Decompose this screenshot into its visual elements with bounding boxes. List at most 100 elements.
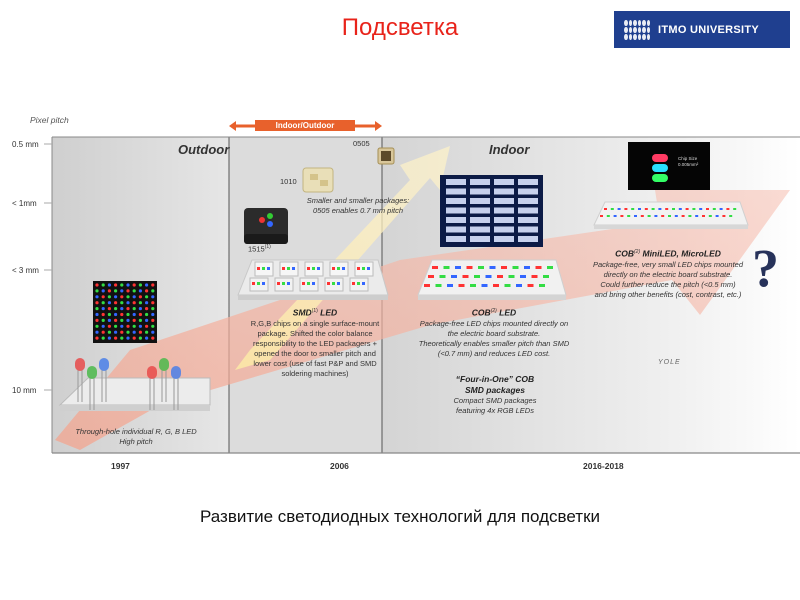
four-in-one-line: featuring 4x RGB LEDs bbox=[456, 406, 534, 415]
smd-note: SMD(1) LED R,G,B chips on a single surfa… bbox=[230, 306, 400, 379]
y-label-0: 0.5 mm bbox=[12, 140, 39, 149]
smd-chip bbox=[312, 267, 315, 270]
matrix-pixel bbox=[151, 295, 155, 299]
four-in-one-note: “Four-in-One” COB SMD packages Compact S… bbox=[420, 374, 570, 416]
miniled-chip bbox=[702, 215, 705, 217]
matrix-pixel bbox=[126, 312, 130, 317]
figure-graphics bbox=[44, 120, 800, 454]
matrix-pixel bbox=[120, 283, 124, 287]
cob-chip bbox=[481, 284, 488, 287]
led-evolution-figure: Pixel pitch 0.5 mm < 1mm < 3 mm 10 mm Ou… bbox=[0, 110, 800, 480]
matrix-pixel bbox=[132, 295, 136, 299]
cob-pixel bbox=[446, 217, 466, 223]
cob-pixel bbox=[446, 236, 466, 242]
matrix-pixel bbox=[95, 283, 99, 287]
cob-chip bbox=[455, 266, 461, 269]
matrix-pixel bbox=[101, 301, 105, 305]
cob-pixel bbox=[470, 236, 490, 242]
matrix-pixel bbox=[132, 336, 136, 340]
four-in-one-line: Compact SMD packages bbox=[453, 396, 537, 405]
cob-pixel bbox=[470, 217, 490, 223]
cob-chip bbox=[543, 275, 549, 278]
matrix-pixel bbox=[151, 289, 155, 293]
miniled-chip bbox=[719, 208, 723, 210]
matrix-pixel bbox=[101, 330, 105, 334]
matrix-pixel bbox=[95, 307, 99, 311]
label-1515: 1515(1) bbox=[248, 244, 271, 254]
cob-chip bbox=[504, 284, 511, 287]
cob-pixel bbox=[494, 207, 514, 214]
smd-line: package. Shifted the color balance bbox=[257, 328, 373, 338]
smaller-packages-note: Smaller and smaller packages: 0505 enabl… bbox=[296, 196, 420, 216]
cob-chip bbox=[539, 284, 545, 287]
matrix-pixel bbox=[126, 336, 130, 340]
miniled-chip bbox=[640, 215, 644, 217]
matrix-pixel bbox=[126, 318, 130, 322]
matrix-pixel bbox=[145, 289, 149, 293]
matrix-pixel bbox=[120, 289, 124, 293]
cob-pixel bbox=[494, 179, 514, 185]
matrix-pixel bbox=[151, 336, 155, 340]
miniled-chip bbox=[668, 215, 671, 217]
miniled-chip bbox=[708, 215, 712, 217]
matrix-pixel bbox=[107, 283, 111, 287]
cob-pixel bbox=[518, 217, 538, 223]
matrix-pixel bbox=[120, 336, 124, 340]
four-in-one-title2: SMD packages bbox=[465, 385, 525, 395]
cob-pixel bbox=[494, 236, 514, 242]
chip-size-label: Chip Size 0.005mm² bbox=[678, 156, 698, 168]
cob-chip bbox=[478, 266, 484, 269]
matrix-pixel bbox=[114, 301, 118, 305]
smd-chip bbox=[257, 267, 260, 270]
smd-chip bbox=[367, 267, 370, 270]
matrix-pixel bbox=[126, 324, 130, 328]
miniled-chip bbox=[712, 208, 716, 210]
cob-chip bbox=[524, 266, 530, 269]
smd-chip bbox=[257, 282, 260, 285]
matrix-pixel bbox=[132, 283, 136, 287]
cob-pixel bbox=[518, 226, 538, 233]
smd-chip bbox=[307, 282, 310, 285]
through-hole-line-1: High pitch bbox=[119, 437, 153, 446]
cob-chip bbox=[512, 266, 519, 269]
miniled-chip bbox=[733, 208, 737, 210]
matrix-pixel bbox=[101, 289, 105, 293]
matrix-pixel bbox=[126, 283, 130, 287]
smd-chip bbox=[277, 282, 280, 285]
cob-pixel bbox=[446, 188, 466, 195]
smd-line: R,G,B chips on a single surface-mount bbox=[250, 318, 380, 328]
matrix-pixel bbox=[132, 307, 136, 311]
matrix-pixel bbox=[101, 324, 105, 328]
matrix-pixel bbox=[145, 336, 149, 340]
matrix-pixel bbox=[132, 289, 136, 293]
matrix-pixel bbox=[114, 283, 118, 287]
matrix-pixel bbox=[114, 336, 118, 340]
cob-chip bbox=[435, 284, 442, 287]
miniled-chip bbox=[634, 215, 637, 217]
miniled-chip bbox=[658, 208, 662, 210]
matrix-pixel bbox=[95, 318, 99, 322]
matrix-pixel bbox=[107, 318, 111, 322]
miniled-chip bbox=[631, 208, 635, 210]
cob-chip bbox=[474, 275, 480, 278]
through-hole-led bbox=[159, 358, 169, 371]
matrix-pixel bbox=[114, 307, 118, 311]
trend-arrow bbox=[55, 190, 790, 450]
matrix-pixel bbox=[114, 312, 118, 317]
matrix-pixel bbox=[95, 330, 99, 334]
smd-chip bbox=[282, 282, 285, 285]
matrix-pixel bbox=[138, 336, 142, 340]
miniled-chip bbox=[647, 215, 651, 217]
matrix-pixel bbox=[120, 312, 124, 317]
cob-chip bbox=[439, 275, 446, 278]
miniled-chip bbox=[613, 215, 617, 217]
period-indoor-outdoor: Indoor/Outdoor bbox=[275, 121, 335, 130]
matrix-pixel bbox=[126, 301, 130, 305]
matrix-pixel bbox=[101, 307, 105, 311]
through-hole-line-0: Through-hole individual R, G, B LED bbox=[75, 427, 197, 436]
cob-pixel bbox=[470, 179, 490, 185]
smd-chip bbox=[352, 282, 355, 285]
miniled-line: directly on the electric board substrate… bbox=[603, 269, 733, 279]
through-hole-led bbox=[171, 366, 181, 379]
matrix-pixel bbox=[120, 295, 124, 299]
